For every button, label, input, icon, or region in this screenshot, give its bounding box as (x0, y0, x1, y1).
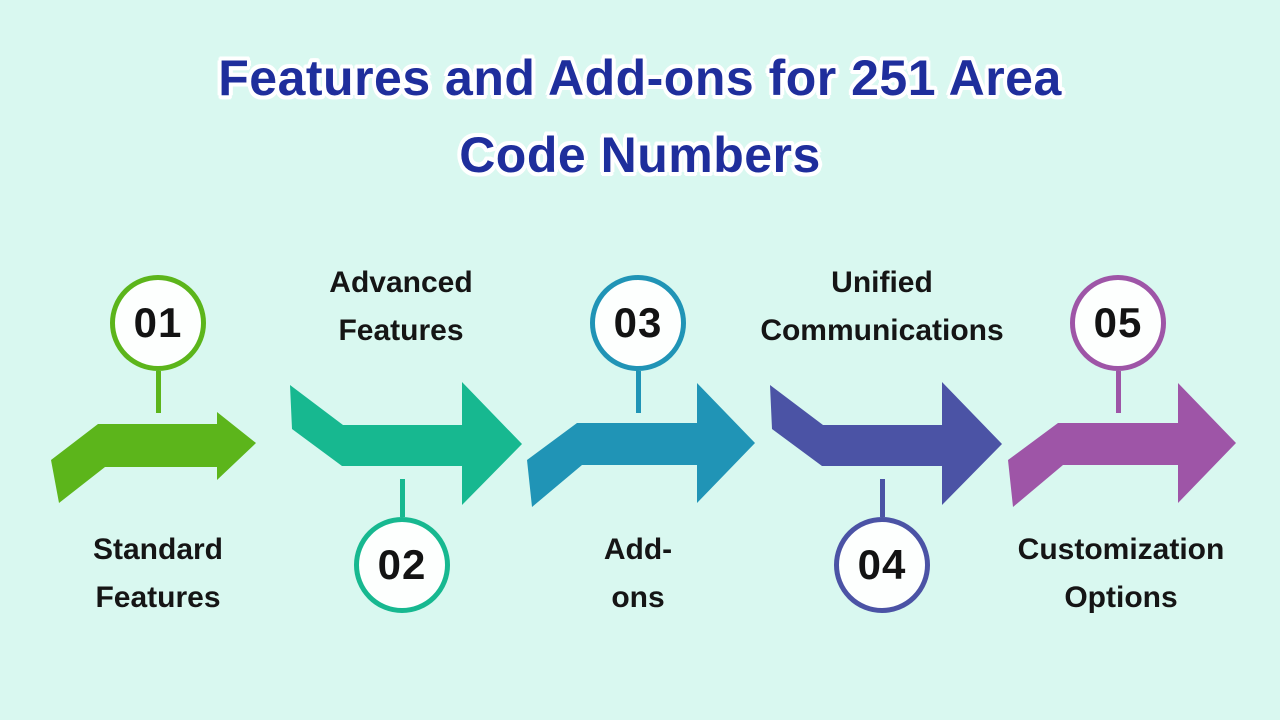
step-2-label-line2: Features (338, 314, 464, 347)
step-4-label-line2: Communications (760, 314, 1004, 347)
page-title-line1: Features and Add-ons for 251 Area (218, 50, 1062, 106)
step-3-number-circle: 03 (590, 275, 686, 371)
step-4-label-line1: Unified (831, 266, 933, 299)
step-1-arrow-shape (51, 412, 256, 503)
step-1-label-line2: Features (95, 581, 221, 614)
page-title-line2: Code Numbers (459, 127, 821, 183)
step-4-arrow (770, 382, 1002, 505)
step-3-label-line2: ons (611, 581, 665, 614)
step-3-number: 03 (613, 299, 663, 346)
step-5-number: 05 (1093, 299, 1143, 346)
step-2-label: Advanced Features (251, 259, 551, 355)
step-3-connector (636, 371, 641, 413)
step-1-connector (156, 371, 161, 413)
step-5-number-circle: 05 (1070, 275, 1166, 371)
step-3-label-line1: Add- (603, 533, 673, 566)
page-title: Features and Add-ons for 251 Area Code N… (0, 40, 1280, 194)
step-2-number: 02 (377, 541, 427, 588)
step-3-arrow (527, 383, 755, 507)
step-5-arrow (1008, 383, 1236, 507)
step-4-label: Unified Communications (702, 259, 1062, 355)
step-3-label: Add- ons (488, 526, 788, 622)
step-2-arrow (290, 382, 522, 505)
step-4-number-circle: 04 (834, 517, 930, 613)
step-1-arrow (51, 412, 256, 503)
step-3-arrow-shape (527, 383, 755, 507)
step-5-label-line1: Customization (1017, 533, 1225, 566)
step-1-label-line1: Standard (92, 533, 224, 566)
step-5-label-line2: Options (1064, 581, 1178, 614)
step-2-connector (400, 479, 405, 517)
step-5-label: Customization Options (951, 526, 1280, 622)
step-2-label-line1: Advanced (329, 266, 473, 299)
step-4-number: 04 (857, 541, 907, 588)
step-1-label: Standard Features (8, 526, 308, 622)
step-4-connector (880, 479, 885, 517)
step-2-number-circle: 02 (354, 517, 450, 613)
step-5-arrow-shape (1008, 383, 1236, 507)
step-1-number: 01 (133, 299, 183, 346)
step-1-number-circle: 01 (110, 275, 206, 371)
step-5-connector (1116, 371, 1121, 413)
step-4-arrow-shape (770, 382, 1002, 505)
step-2-arrow-shape (290, 382, 522, 505)
